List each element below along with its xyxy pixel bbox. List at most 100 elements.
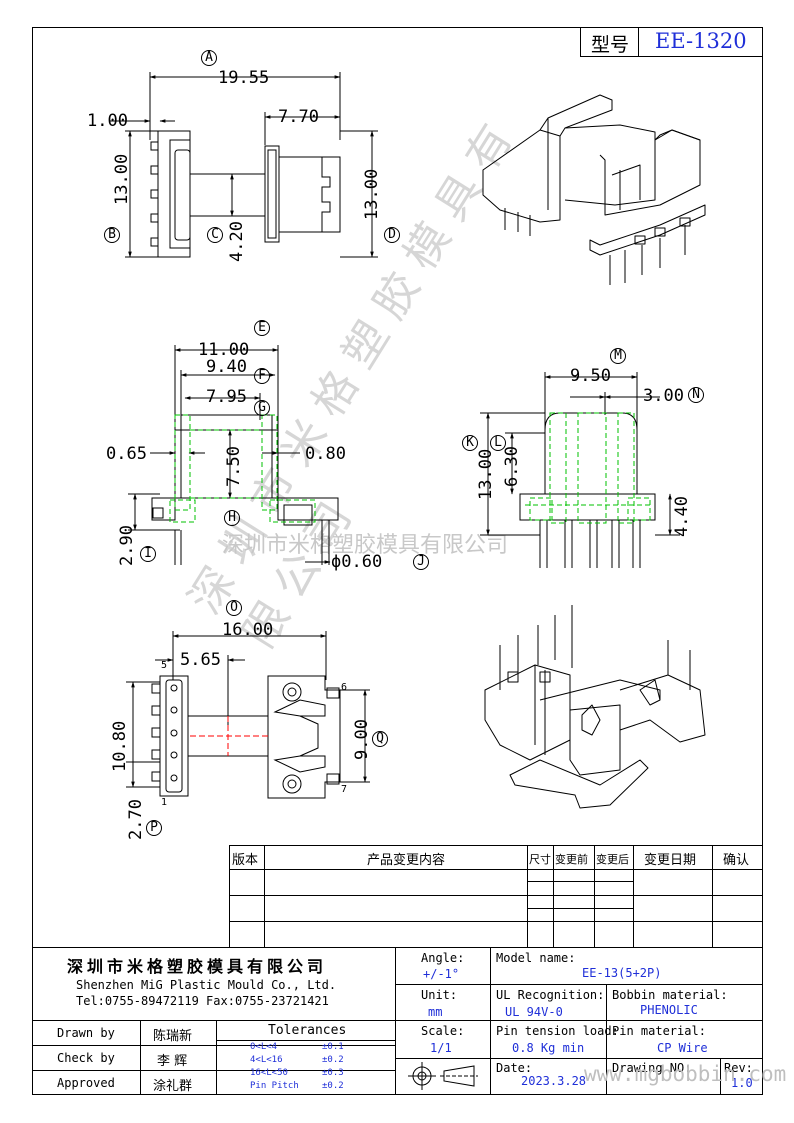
dim-7-50: 7.50 bbox=[224, 446, 244, 487]
ref-o: O bbox=[226, 600, 242, 616]
dim-13-00-right: 13.00 bbox=[362, 168, 382, 220]
unit-value: mm bbox=[428, 1005, 443, 1019]
hidden-lines-side bbox=[169, 414, 316, 523]
dim-13-00-left: 13.00 bbox=[112, 153, 132, 205]
pin-6-label: 6 bbox=[341, 682, 348, 693]
dim-0-65: 0.65 bbox=[106, 444, 147, 464]
tol-range-4: Pin Pitch bbox=[250, 1081, 299, 1091]
dim-0-80: 0.80 bbox=[305, 444, 346, 464]
dim-6-30: 6.30 bbox=[502, 446, 522, 487]
rev-label: Rev: bbox=[724, 1061, 753, 1075]
iso-view-top bbox=[482, 94, 706, 285]
bobbin-value: PHENOLIC bbox=[640, 1003, 698, 1017]
ul-value: UL 94V-0 bbox=[505, 1005, 563, 1019]
pin-1-label: 1 bbox=[161, 797, 168, 808]
bobbin-label: Bobbin material: bbox=[612, 988, 728, 1002]
ref-b: B bbox=[104, 227, 120, 243]
date-label: Date: bbox=[496, 1061, 533, 1075]
model-label: 型号 bbox=[591, 34, 630, 56]
ref-c: C bbox=[207, 227, 223, 243]
check-by-value: 李 辉 bbox=[157, 1054, 188, 1069]
dim-13-00-front: 13.00 bbox=[476, 448, 496, 500]
ref-a: A bbox=[201, 50, 217, 66]
company-contact: Tel:0755-89472119 Fax:0755-23721421 bbox=[76, 994, 329, 1008]
tolerances-label: Tolerances bbox=[268, 1023, 347, 1038]
rev-header-after: 变更后 bbox=[596, 853, 629, 866]
tol-value-2: ±0.2 bbox=[322, 1055, 344, 1065]
dim-4-40: 4.40 bbox=[672, 496, 692, 537]
dim-2-90: 2.90 bbox=[117, 525, 137, 566]
tol-value-1: ±0.1 bbox=[322, 1042, 344, 1052]
dim-7-70: 7.70 bbox=[278, 107, 319, 127]
ref-m: M bbox=[610, 348, 626, 364]
ref-d: D bbox=[384, 227, 400, 243]
scale-value: 1/1 bbox=[430, 1041, 452, 1055]
dim-10-80: 10.80 bbox=[110, 720, 130, 772]
ref-j: J bbox=[413, 554, 429, 570]
dim-7-95: 7.95 bbox=[206, 387, 247, 407]
ref-q: Q bbox=[372, 731, 388, 747]
pin-7-label: 7 bbox=[341, 784, 348, 795]
pin-tension-label: Pin tension load: bbox=[496, 1024, 619, 1038]
top-view bbox=[110, 72, 378, 258]
model-name-value: EE-13(5+2P) bbox=[582, 966, 662, 980]
ref-n: N bbox=[688, 387, 704, 403]
drawing-frame bbox=[32, 27, 763, 1095]
watermark-horizontal: 深圳市米格塑胶模具有限公司 bbox=[222, 533, 509, 558]
angle-value: +/-1° bbox=[423, 967, 460, 981]
dim-3-00: 3.00 bbox=[643, 386, 684, 406]
tol-value-3: ±0.3 bbox=[322, 1068, 344, 1078]
tol-range-3: 16<L<50 bbox=[250, 1068, 288, 1078]
iso-view-bottom bbox=[484, 605, 706, 809]
rev-header-date: 变更日期 bbox=[644, 853, 697, 868]
dim-2-70: 2.70 bbox=[126, 799, 146, 840]
approved-value: 涂礼群 bbox=[153, 1079, 193, 1094]
front-view bbox=[480, 372, 680, 568]
drawing-no-label: Drawing NO: bbox=[612, 1061, 692, 1075]
dim-9-00: 9.00 bbox=[352, 719, 372, 760]
date-value: 2023.3.28 bbox=[521, 1074, 587, 1088]
ul-label: UL Recognition: bbox=[496, 988, 605, 1002]
ref-i: I bbox=[140, 546, 156, 562]
pin-material-value: CP Wire bbox=[657, 1041, 708, 1055]
model-value: EE-1320 bbox=[655, 29, 747, 53]
drawn-by-value: 陈瑞新 bbox=[153, 1029, 193, 1044]
rev-header-before: 变更前 bbox=[555, 853, 588, 866]
model-header: 型号 EE-1320 bbox=[580, 27, 763, 57]
ref-e: E bbox=[254, 320, 270, 336]
dim-11-00: 11.00 bbox=[198, 340, 250, 360]
angle-label: Angle: bbox=[421, 951, 465, 965]
dim-4-20: 4.20 bbox=[227, 221, 247, 262]
ref-k: K bbox=[462, 435, 478, 451]
model-name-label: Model name: bbox=[496, 951, 576, 965]
dim-9-50: 9.50 bbox=[570, 366, 611, 386]
rev-header-version: 版本 bbox=[232, 853, 259, 868]
ref-p: P bbox=[146, 820, 162, 836]
ref-h: H bbox=[224, 510, 240, 526]
watermark-url: www.mgbobbin.com bbox=[584, 1062, 787, 1086]
dim-1-00: 1.00 bbox=[87, 111, 128, 131]
rev-header-content: 产品变更内容 bbox=[367, 853, 446, 868]
scale-label: Scale: bbox=[421, 1024, 465, 1038]
check-by-label: Check by bbox=[57, 1051, 115, 1065]
rev-value: 1.0 bbox=[731, 1076, 753, 1090]
unit-label: Unit: bbox=[421, 988, 458, 1002]
technical-drawing bbox=[110, 72, 706, 809]
ref-f: F bbox=[254, 368, 270, 384]
drawn-by-label: Drawn by bbox=[57, 1026, 115, 1040]
tol-range-2: 4<L<16 bbox=[250, 1055, 283, 1065]
rev-header-size: 尺寸 bbox=[529, 853, 551, 866]
dim-9-40: 9.40 bbox=[206, 357, 247, 377]
pin-5-label: 5 bbox=[161, 660, 168, 671]
centerline bbox=[190, 716, 268, 756]
dim-5-65: 5.65 bbox=[180, 650, 221, 670]
company-cn: 深圳市米格塑胶模具有限公司 bbox=[67, 957, 328, 976]
ref-g: G bbox=[254, 400, 270, 416]
tol-range-1: 0<L<4 bbox=[250, 1042, 278, 1052]
dim-0-60: ϕ0.60 bbox=[331, 552, 383, 572]
projection-symbol bbox=[408, 1062, 478, 1090]
pin-material-label: Pin material: bbox=[612, 1024, 706, 1038]
ref-l: L bbox=[490, 435, 506, 451]
company-en: Shenzhen MiG Plastic Mould Co., Ltd. bbox=[76, 978, 337, 992]
dim-19-55: 19.55 bbox=[218, 68, 270, 88]
